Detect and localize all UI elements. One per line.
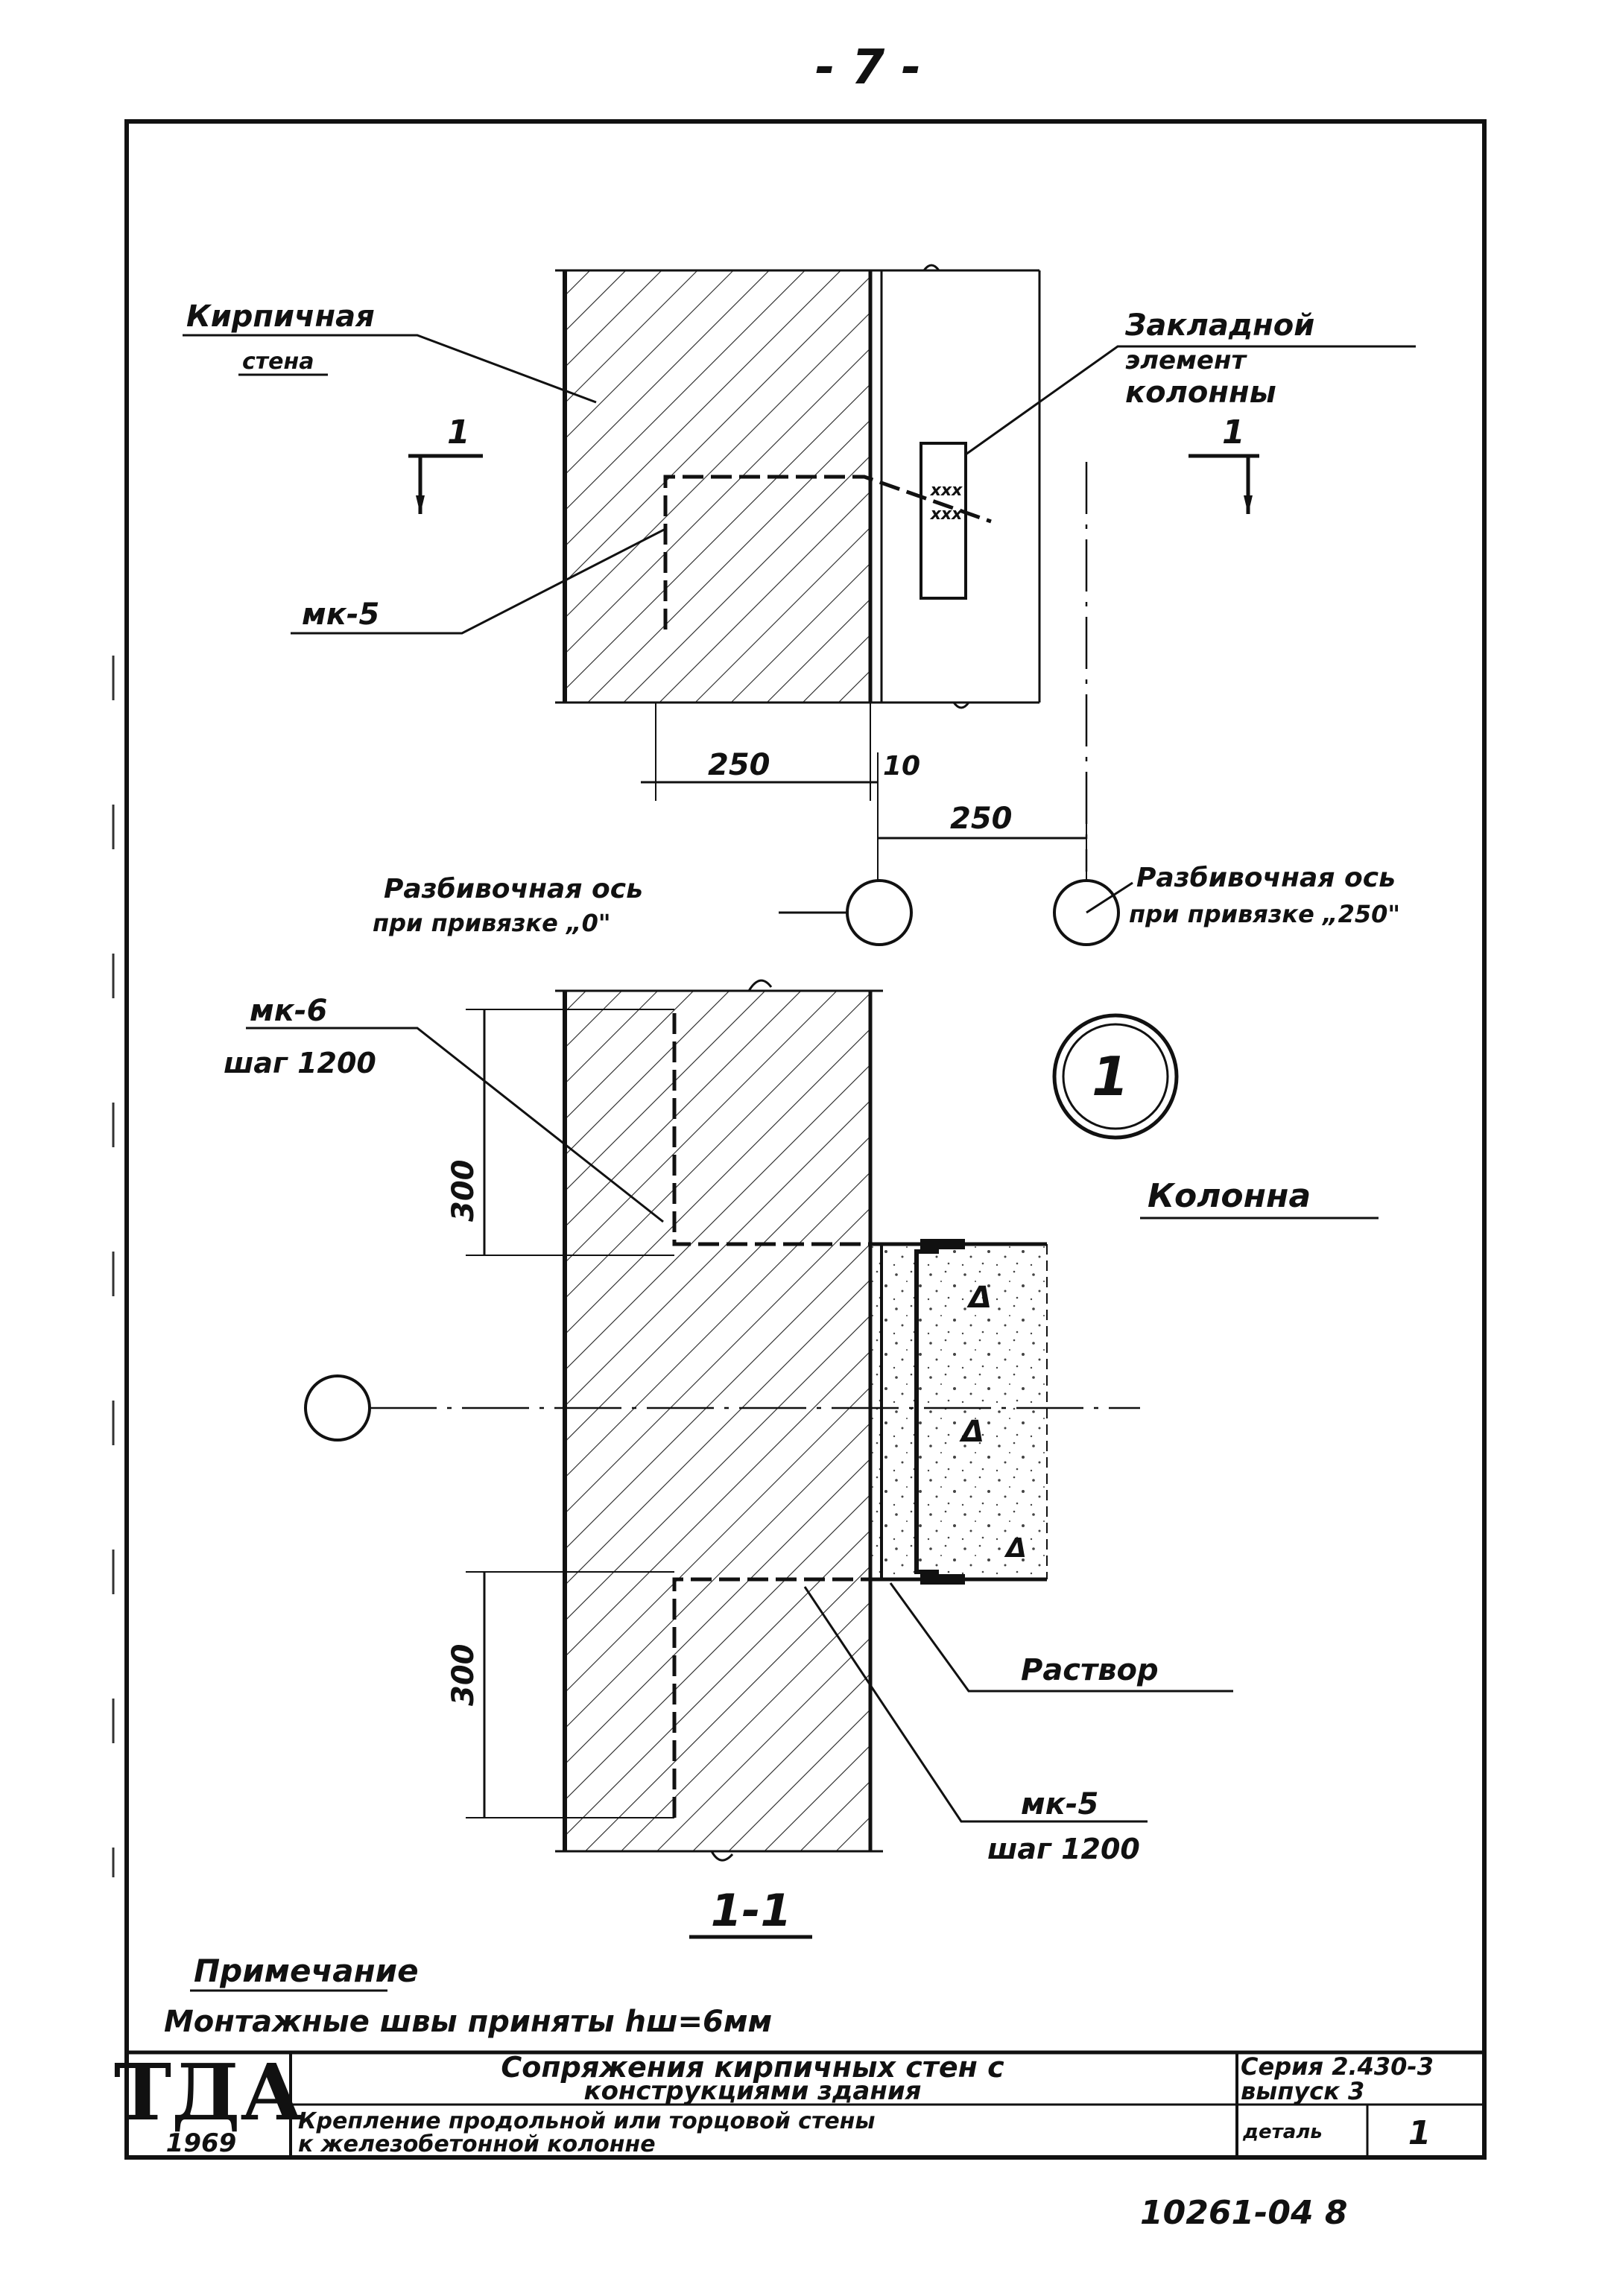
title-block: ТДА 1969 Сопряжения кирпичных стен с кон… [114, 2046, 1484, 2158]
axis-zero-label: Разбивочная ось [384, 874, 643, 904]
main-title: Сопряжения кирпичных стен с [501, 2051, 1004, 2084]
svg-text:xxx: xxx [930, 481, 963, 500]
mk5-step-label: шаг 1200 [987, 1833, 1140, 1865]
svg-text:1: 1 [1222, 413, 1245, 451]
axis-bubble-zero [846, 879, 913, 946]
section-mark-right: 1 [1189, 413, 1259, 514]
dim-250-right: 250 [950, 802, 1013, 836]
anchor-mk6 [672, 1013, 870, 1246]
main-title-line2: конструкциями здания [584, 2076, 922, 2106]
svg-text:Δ: Δ [1004, 1533, 1027, 1564]
embedded-plate [920, 442, 967, 600]
anchor-mk5-plan-label: мк-5 [302, 597, 379, 632]
anchor-mk5-plan [663, 475, 992, 630]
mortar-label: Раствор [1021, 1653, 1159, 1687]
series-label: Серия 2.430-3 [1241, 2052, 1434, 2081]
detail-label: деталь [1242, 2121, 1323, 2143]
year: 1969 [166, 2128, 237, 2158]
section-view: 1 Δ Δ Δ 300 300 [224, 979, 1379, 1939]
axis-bubble-section [304, 1374, 371, 1442]
svg-text:1: 1 [447, 413, 470, 451]
archive-number: 10261-04 8 [1140, 2194, 1348, 2232]
svg-text:Δ: Δ [966, 1281, 992, 1315]
subtitle-line2: к железобетонной колонне [298, 2131, 656, 2157]
embedded-plate-section [914, 1249, 939, 1574]
note-text: Монтажные швы приняты hш=6мм [164, 2005, 772, 2039]
section-mark-left: 1 [408, 413, 483, 514]
note-title: Примечание [194, 1953, 419, 1989]
dim-10: 10 [883, 751, 920, 781]
axis-250-label: Разбивочная ось [1136, 863, 1396, 893]
plan-view: xxx xxx 1 1 Кирпичная стена Закладной эл… [183, 264, 1416, 946]
brick-wall-section [565, 991, 870, 1851]
axis-250-label-line2: при привязке „250" [1129, 900, 1400, 928]
section-title: 1-1 [711, 1885, 791, 1937]
svg-text:xxx: xxx [930, 505, 963, 524]
mk6-label: мк-6 [250, 994, 327, 1028]
embedded-element-label-line2: элемент [1125, 346, 1247, 375]
embedded-element-label: Закладной [1124, 308, 1314, 343]
detail-number: 1 [1092, 1045, 1129, 1108]
logo: ТДА [114, 2046, 304, 2138]
concrete-column [870, 1244, 1047, 1579]
embedded-element-label-line3: колонны [1125, 375, 1276, 410]
subtitle: Крепление продольной или торцовой стены [298, 2108, 876, 2134]
brick-wall-plan [565, 270, 870, 703]
mk5-label: мк-5 [1021, 1787, 1098, 1821]
svg-text:Δ: Δ [959, 1415, 984, 1449]
dim-300-top: 300 [446, 1160, 481, 1222]
brick-wall-label: Кирпичная [186, 299, 375, 334]
detail-bubble [1052, 1013, 1179, 1140]
page-number: - 7 - [815, 40, 921, 95]
mk6-step-label: шаг 1200 [224, 1047, 376, 1079]
series-issue-label: выпуск 3 [1241, 2077, 1364, 2105]
dim-300-bottom: 300 [446, 1644, 481, 1707]
dim-250-left: 250 [708, 748, 770, 782]
anchor-mk5 [672, 1577, 870, 1818]
detail-value: 1 [1408, 2114, 1431, 2152]
brick-wall-label-line2: стена [242, 349, 314, 375]
column-label: Колонна [1148, 1177, 1311, 1215]
drawing-frame [124, 119, 1487, 2160]
axis-zero-label-line2: при привязке „0" [373, 909, 611, 937]
